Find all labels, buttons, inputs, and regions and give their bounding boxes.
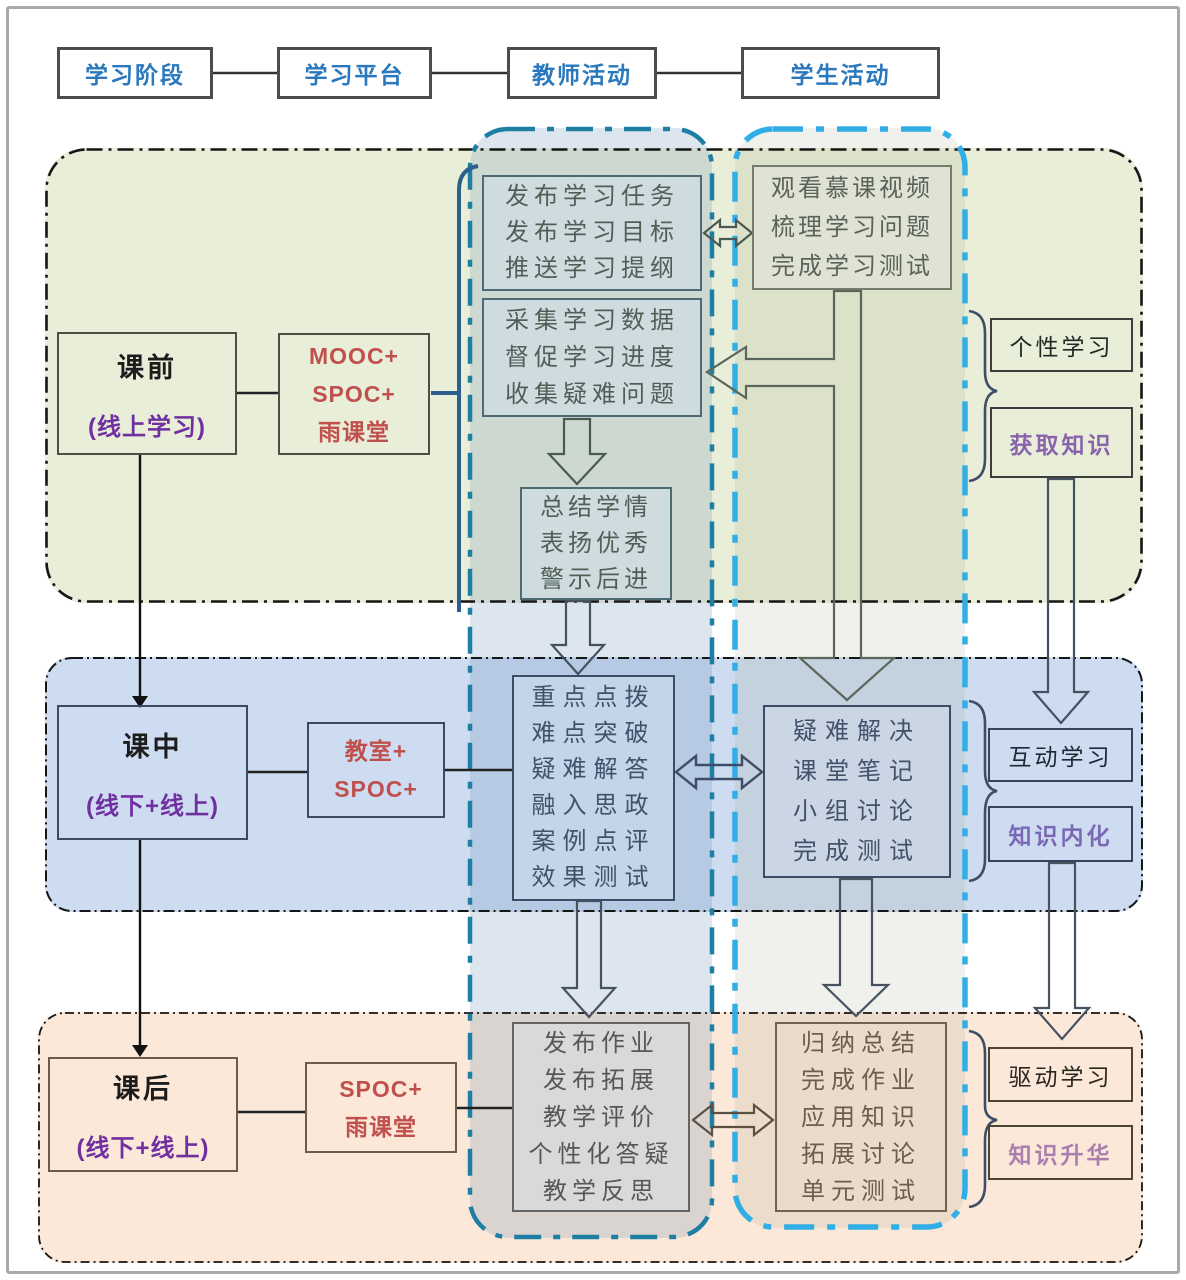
activity-line: 单元测试 — [801, 1177, 921, 1205]
pre-teacher-box-collect: 采集学习数据 督促学习进度 收集疑难问题 — [482, 298, 702, 417]
outcome-label: 互动学习 — [1008, 744, 1113, 770]
outcome-label: 个性学习 — [1009, 334, 1114, 360]
activity-line: 应用知识 — [801, 1103, 921, 1131]
activity-line: 融入思政 — [531, 792, 656, 819]
activity-line: 梳理学习问题 — [771, 214, 933, 241]
platform-line: 雨课堂 — [345, 1113, 417, 1140]
activity-line: 警示后进 — [540, 565, 652, 593]
pre-student-box: 观看慕课视频 梳理学习问题 完成学习测试 — [752, 165, 952, 290]
activity-line: 发布学习任务 — [505, 183, 679, 210]
activity-line: 拓展讨论 — [801, 1140, 921, 1168]
activity-line: 观看慕课视频 — [771, 175, 933, 202]
activity-line: 采集学习数据 — [505, 307, 679, 334]
activity-line: 个性化答疑 — [528, 1140, 674, 1168]
activity-line: 督促学习进度 — [505, 344, 679, 371]
header-learning-stage: 学习阶段 — [57, 47, 213, 99]
post-teacher-box: 发布作业 发布拓展 教学评价 个性化答疑 教学反思 — [512, 1022, 690, 1212]
activity-line: 课堂笔记 — [793, 757, 921, 785]
pre-stage-subtitle: (线上学习) — [88, 413, 206, 441]
during-teacher-box: 重点点拨 难点突破 疑难解答 融入思政 案例点评 效果测试 — [512, 675, 675, 901]
outer-frame — [6, 6, 1180, 1274]
activity-line: 完成作业 — [801, 1066, 921, 1094]
activity-line: 发布学习目标 — [505, 219, 679, 246]
during-outcome-interactive: 互动学习 — [988, 728, 1133, 782]
header-label: 学习平台 — [304, 62, 405, 88]
activity-line: 完成测试 — [793, 837, 921, 865]
outcome-label: 驱动学习 — [1008, 1063, 1113, 1090]
header-learning-platform: 学习平台 — [277, 47, 432, 99]
activity-line: 教学反思 — [543, 1177, 659, 1205]
activity-line: 重点点拨 — [531, 684, 656, 711]
during-stage-title: 课中 — [122, 731, 183, 762]
post-stage-subtitle: (线下+线上) — [76, 1134, 210, 1162]
pre-outcome-acquire-knowledge: 获取知识 — [990, 407, 1133, 478]
platform-line: 教室+ — [344, 738, 408, 764]
platform-line: SPOC+ — [334, 776, 418, 802]
activity-line: 案例点评 — [531, 828, 656, 855]
pre-outcome-personalized: 个性学习 — [990, 318, 1133, 372]
pre-platform-box: MOOC+ SPOC+ 雨课堂 — [278, 333, 430, 455]
outcome-label: 知识升华 — [1008, 1141, 1113, 1168]
platform-line: SPOC+ — [339, 1075, 423, 1102]
activity-line: 推送学习提纲 — [505, 255, 679, 282]
header-label: 学生活动 — [790, 62, 891, 88]
activity-line: 总结学情 — [540, 493, 652, 521]
activity-line: 发布拓展 — [543, 1066, 659, 1094]
during-outcome-internalize: 知识内化 — [988, 806, 1133, 862]
post-platform-box: SPOC+ 雨课堂 — [305, 1062, 457, 1153]
pre-teacher-box-summarize: 总结学情 表扬优秀 警示后进 — [520, 487, 672, 600]
platform-line: SPOC+ — [312, 381, 396, 407]
post-outcome-driven: 驱动学习 — [988, 1047, 1133, 1102]
header-label: 学习阶段 — [85, 62, 185, 88]
pre-stage-box: 课前 (线上学习) — [57, 332, 237, 455]
activity-line: 发布作业 — [543, 1029, 659, 1057]
activity-line: 小组讨论 — [793, 797, 921, 825]
platform-line: 雨课堂 — [318, 419, 390, 445]
activity-line: 疑难解答 — [531, 756, 656, 783]
activity-line: 效果测试 — [531, 864, 656, 891]
activity-line: 收集疑难问题 — [505, 381, 679, 408]
post-outcome-sublimate: 知识升华 — [988, 1125, 1133, 1180]
activity-line: 疑难解决 — [793, 717, 921, 745]
activity-line: 完成学习测试 — [771, 253, 933, 280]
during-student-box: 疑难解决 课堂笔记 小组讨论 完成测试 — [763, 705, 951, 878]
during-stage-subtitle: (线下+线上) — [86, 792, 219, 820]
post-stage-box: 课后 (线下+线上) — [48, 1057, 238, 1172]
activity-line: 难点突破 — [531, 720, 656, 747]
header-label: 教师活动 — [532, 62, 632, 88]
activity-line: 教学评价 — [543, 1103, 659, 1131]
during-stage-box: 课中 (线下+线上) — [57, 705, 248, 840]
pre-stage-title: 课前 — [117, 352, 177, 383]
outcome-label: 获取知识 — [1009, 431, 1114, 458]
outcome-label: 知识内化 — [1008, 823, 1113, 849]
platform-line: MOOC+ — [309, 343, 399, 369]
post-student-box: 归纳总结 完成作业 应用知识 拓展讨论 单元测试 — [775, 1022, 947, 1212]
post-stage-title: 课后 — [113, 1073, 173, 1104]
pre-teacher-box-publish: 发布学习任务 发布学习目标 推送学习提纲 — [482, 175, 702, 291]
activity-line: 表扬优秀 — [540, 529, 652, 557]
header-student-activity: 学生活动 — [741, 47, 940, 99]
activity-line: 归纳总结 — [801, 1029, 921, 1057]
during-platform-box: 教室+ SPOC+ — [307, 722, 445, 818]
header-teacher-activity: 教师活动 — [507, 47, 657, 99]
